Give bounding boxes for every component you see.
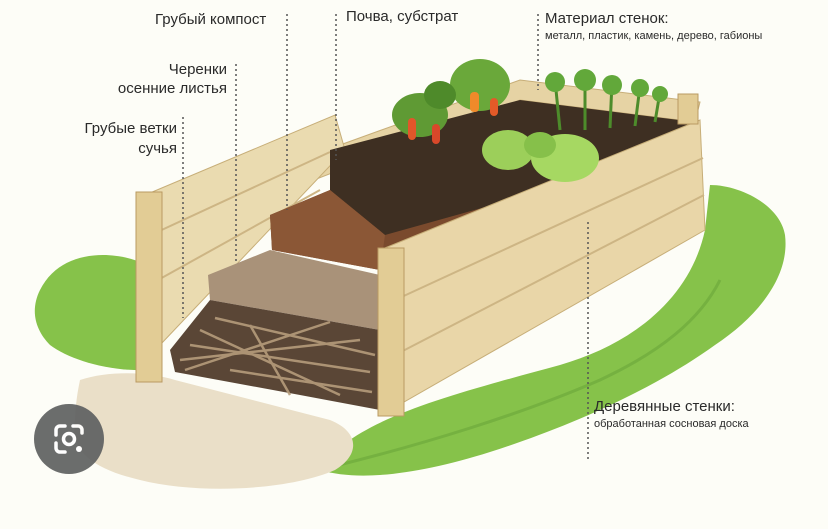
pepper-plants xyxy=(392,59,510,144)
google-lens-icon xyxy=(54,424,84,454)
label-wall-material: Материал стенок: xyxy=(545,10,669,27)
label-wall-material-list: металл, пластик, камень, дерево, габионы xyxy=(545,30,763,42)
grass-right xyxy=(320,185,786,476)
grass-left xyxy=(34,255,150,371)
leaves-layer xyxy=(208,250,380,330)
label-wooden-walls: Деревянные стенки: xyxy=(594,398,735,415)
google-lens-button[interactable] xyxy=(34,404,104,474)
label-branches-twigs: сучья xyxy=(138,140,177,157)
label-soil: Почва, субстрат xyxy=(346,8,459,25)
label-cuttings: Черенки xyxy=(168,61,227,78)
post-back-right xyxy=(677,93,699,125)
label-coarse-compost: Грубый компост xyxy=(155,11,267,28)
label-branches: Грубые ветки xyxy=(84,120,177,137)
lettuce-plants xyxy=(482,130,599,182)
post-left xyxy=(135,191,163,383)
label-wooden-walls-sub: обработанная сосновая доска xyxy=(594,418,749,430)
label-cuttings-leaves: осенние листья xyxy=(117,80,227,97)
ground xyxy=(74,373,354,489)
branches-layer xyxy=(170,300,380,410)
post-front xyxy=(377,247,405,417)
